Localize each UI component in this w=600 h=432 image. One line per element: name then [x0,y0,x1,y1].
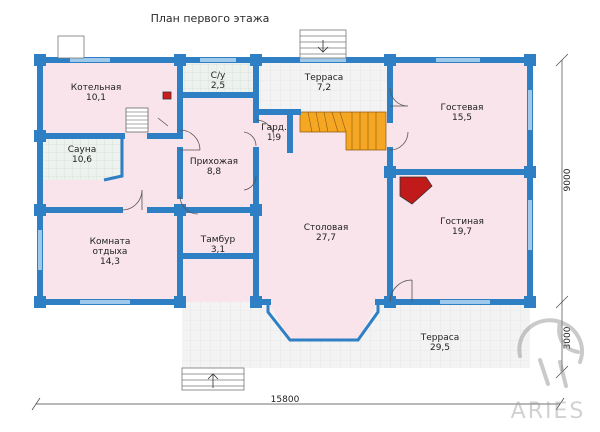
room-area-kotelnaya: 10,1 [86,93,106,103]
thin-walls [103,136,380,342]
room-area-tambur: 3,1 [211,245,225,255]
aries-logo: ARIES [511,318,586,424]
fill-bay-window [268,302,378,340]
room-name-kotelnaya: Котельная [71,83,122,93]
fill-komnata [40,210,180,302]
room-area-prihozhaya: 8,8 [207,167,222,177]
dimension-lines [31,53,569,411]
doors [61,39,413,303]
room-name-prihozhaya: Прихожая [190,157,238,167]
fill-sauna [40,136,122,180]
room-area-su: 2,5 [211,81,225,91]
entry-arrow-icon [317,40,329,53]
room-area-terrasa-bottom: 29,5 [430,343,450,353]
room-area-stolovaya: 27,7 [316,233,336,243]
fireplace-icon [399,176,433,205]
room-area-sauna: 10,6 [72,155,92,165]
entry-arrow-icon [207,373,219,388]
room-labels: Котельная 10,1 С/у 2,5 Терраса 7,2 Госте… [68,71,484,353]
dimension-width: 15800 [271,395,300,405]
entry-steps [57,29,347,391]
fill-terrasa-bottom [182,302,530,368]
room-area-komnata: 14,3 [100,257,120,267]
room-name-komnata-2: отдыха [93,247,128,257]
room-area-gostevaya: 15,5 [452,113,472,123]
fill-prihozhaya [180,95,256,210]
room-fills [40,60,530,368]
dimension-height-upper: 9000 [563,168,573,191]
boiler-icon [162,91,172,100]
fill-corridor [40,136,180,210]
room-name-terrasa-top: Терраса [304,73,343,83]
room-area-gostinaya: 19,7 [452,227,472,237]
boiler-room-stairs [125,107,149,133]
room-name-gostinaya: Гостиная [440,217,484,227]
room-name-komnata-1: Комната [90,237,131,247]
fill-su [180,60,256,95]
room-area-gard: 1,9 [267,133,282,143]
room-name-gostevaya: Гостевая [441,103,484,113]
dimension-height-lower: 3000 [563,326,573,349]
wall-joints [34,54,536,308]
room-name-sauna: Сауна [68,145,97,155]
room-name-stolovaya: Столовая [304,223,349,233]
room-name-tambur: Тамбур [200,235,236,245]
room-name-su: С/у [211,71,226,81]
plan-title: План первого этажа [151,12,270,25]
fill-terrasa-top [256,60,390,112]
stairs [299,111,387,151]
fill-gostevaya [390,60,530,172]
room-name-gard: Гард. [261,123,287,133]
fill-kotelnaya [40,60,180,136]
watermark-text: ARIES [511,399,586,424]
room-area-terrasa-top: 7,2 [317,83,331,93]
room-name-terrasa-bottom: Терраса [420,333,459,343]
